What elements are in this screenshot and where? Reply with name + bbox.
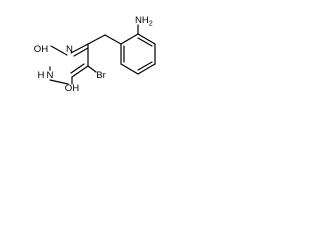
bond [120, 33, 139, 45]
bond [49, 79, 69, 85]
bond [137, 33, 156, 45]
atom-label-bromine: Br [96, 70, 106, 81]
molecule-structure: NH2 N OH N H Br OH [34, 15, 156, 94]
atom-label-hydroxyl-top: OH [34, 44, 48, 55]
bond [71, 65, 89, 78]
bond [104, 34, 122, 45]
bond [137, 63, 156, 75]
bond [137, 37, 153, 47]
bond [73, 47, 89, 57]
atom-label-nitrogen-ring: N [47, 70, 54, 81]
bond [87, 65, 97, 73]
bond [70, 63, 85, 74]
atom-label-amino: NH2 [135, 15, 153, 28]
bond [120, 63, 139, 75]
atom-label-nh-hydrogen: H [38, 70, 45, 81]
bond [70, 43, 89, 54]
bond [50, 45, 68, 56]
atom-label-hydroxyl-bottom: OH [65, 83, 79, 94]
bond [87, 34, 106, 45]
atom-label-nitrogen-top: N [66, 44, 73, 55]
structure-canvas: NH2 N OH N H Br OH [0, 0, 192, 137]
bond [137, 61, 153, 71]
